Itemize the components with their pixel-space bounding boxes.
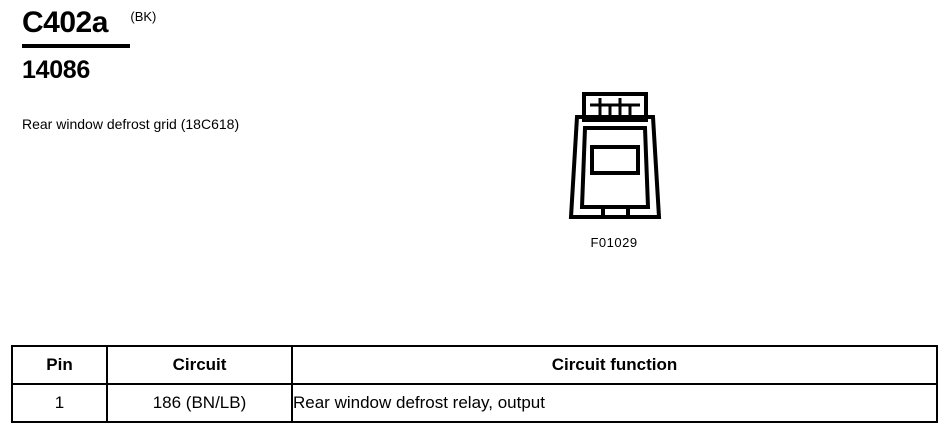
cell-pin: 1: [11, 383, 108, 423]
pin-table-header: Pin Circuit Circuit function: [11, 345, 938, 385]
terminal-cavity: [590, 145, 640, 175]
connector-id-underline: [22, 44, 130, 48]
column-header-circuit: Circuit: [106, 345, 293, 385]
connector-housing-icon: [568, 92, 662, 219]
table-header-row: Pin Circuit Circuit function: [11, 345, 938, 385]
connector-figure: F01029: [540, 85, 700, 255]
table-row: 1 186 (BN/LB) Rear window defrost relay,…: [11, 383, 938, 423]
connector-header: C402a (BK) 14086 Rear window defrost gri…: [22, 6, 322, 132]
column-header-circuit-function: Circuit function: [291, 345, 938, 385]
connector-figure-code: F01029: [590, 235, 638, 250]
connector-description: Rear window defrost grid (18C618): [22, 116, 240, 132]
cell-circuit: 186 (BN/LB): [106, 383, 293, 423]
cell-circuit-function: Rear window defrost relay, output: [291, 383, 938, 423]
connector-id: C402a: [22, 6, 108, 39]
column-header-pin: Pin: [11, 345, 108, 385]
pin-table: Pin Circuit Circuit function 1 186 (BN/L…: [11, 345, 938, 423]
connector-part-number: 14086: [22, 56, 91, 84]
connector-color-code: (BK): [130, 9, 157, 24]
connector-id-row: C402a (BK): [22, 6, 322, 40]
pin-table-body: 1 186 (BN/LB) Rear window defrost relay,…: [11, 383, 938, 423]
